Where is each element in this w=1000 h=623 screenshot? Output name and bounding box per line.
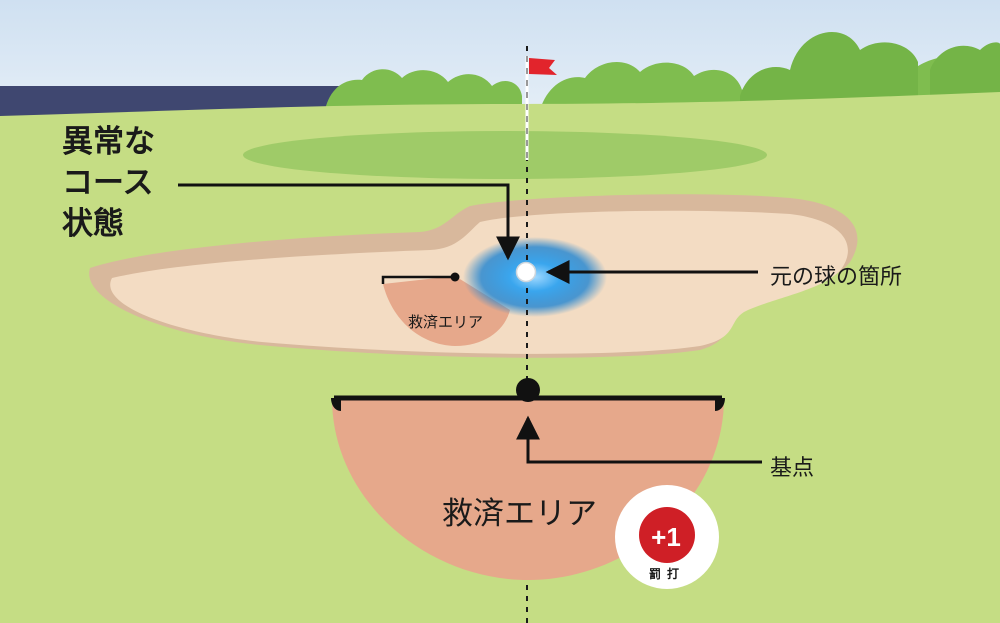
original-ball-position-label: 元の球の箇所 [770,265,903,290]
relief-area-small-label: 救済エリア [408,313,484,331]
reference-point-label: 基点 [770,456,815,481]
abnormal-course-condition-label: 異常な コース 状態 [62,122,155,245]
abnormal-condition-area [463,237,607,317]
relief-bar-right-cap [715,398,725,411]
flag-icon [525,56,557,160]
relief-small-bar [381,275,455,284]
putting-green [243,131,767,179]
abnormal-label-line-1: 異常な [62,124,155,160]
ball-icon [515,261,537,283]
reference-point-marker [516,378,540,402]
penalty-caption: 罰打 [648,567,685,581]
relief-area-large-label: 救済エリア [442,496,597,532]
reference-arrow [516,415,762,464]
abnormal-callout-arrow [178,183,520,261]
abnormal-label-line-3: 状態 [62,206,124,242]
abnormal-label-line-2: コース [62,165,154,201]
penalty-value: +1 [651,522,681,552]
penalty-badge [615,485,719,589]
relief-small-point [450,272,460,282]
relief-bar-left-cap [331,398,341,411]
